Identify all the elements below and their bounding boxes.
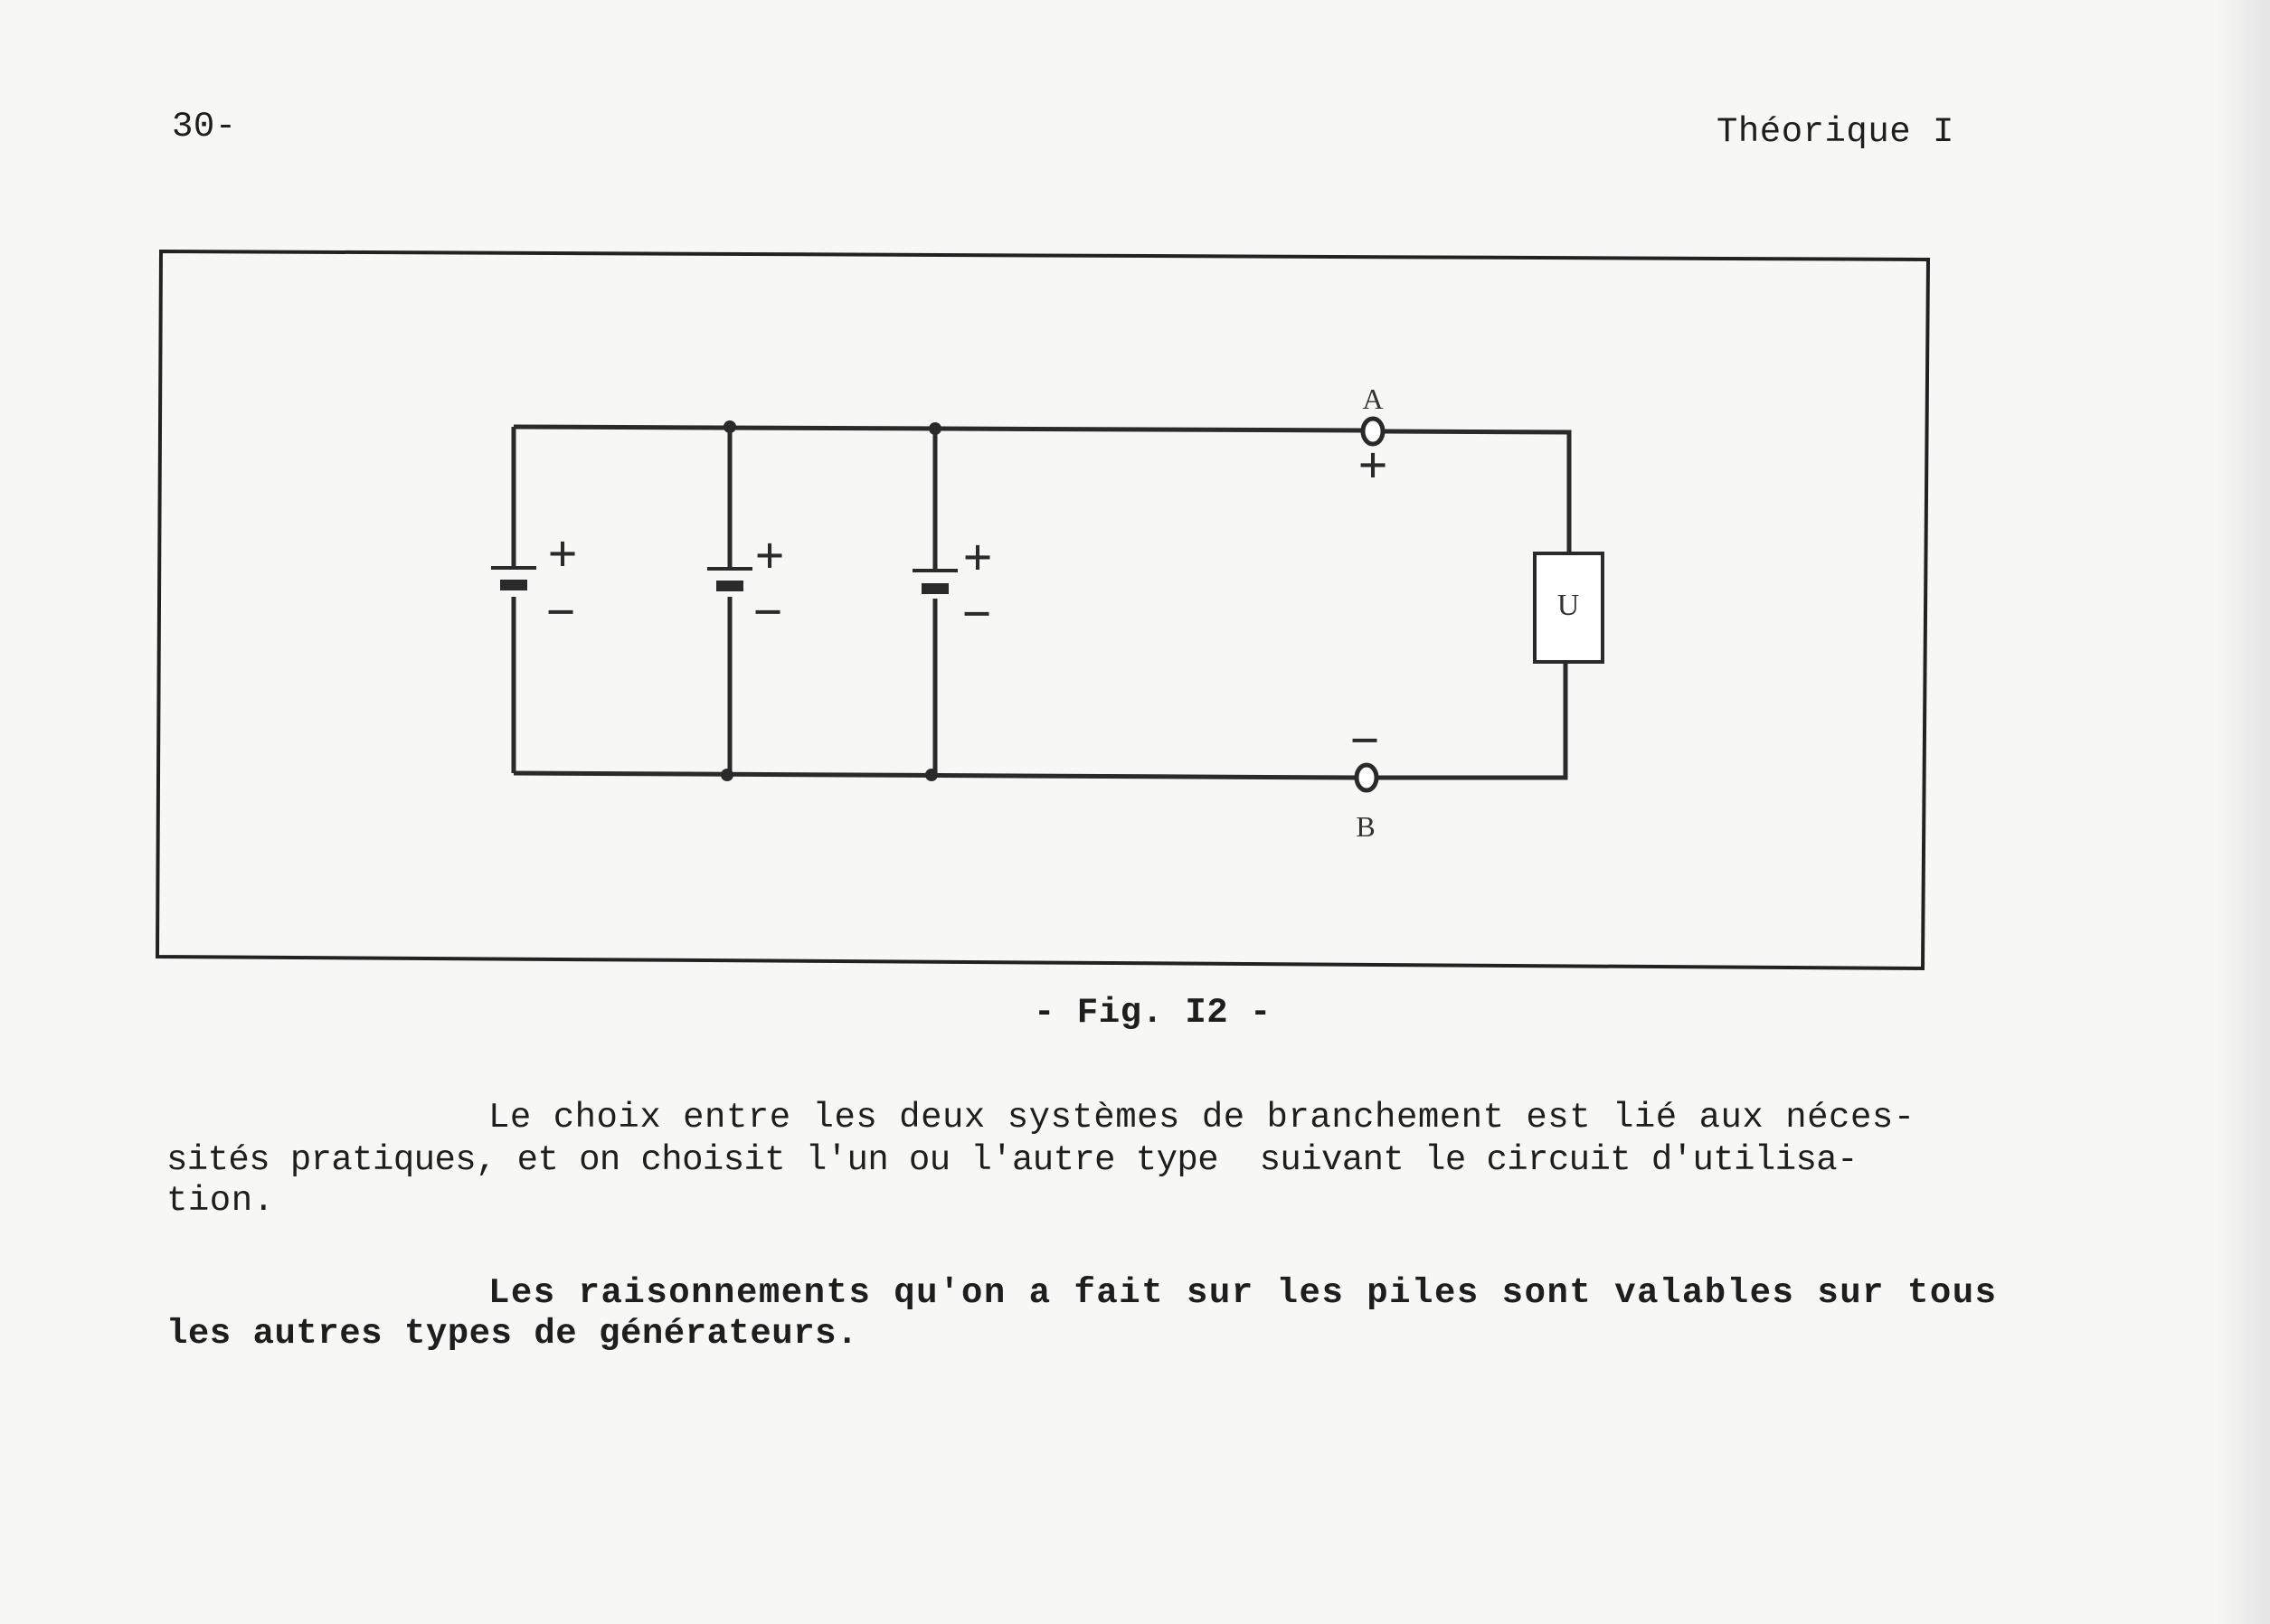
junction-dot (929, 422, 941, 435)
junction-dot (724, 420, 736, 433)
battery-3-plus: + (962, 528, 992, 587)
page-number: 30- (172, 107, 237, 146)
load-box (1533, 552, 1604, 664)
battery-1 (491, 566, 536, 590)
junction-dot (925, 769, 938, 781)
terminal-b-label: B (1356, 810, 1375, 843)
terminal-a (1360, 416, 1386, 447)
top-wire (513, 424, 1572, 553)
load-label: U (1557, 589, 1580, 622)
figure-caption: - Fig. I2 - (1034, 993, 1272, 1033)
terminal-a-plus: + (1357, 436, 1387, 495)
battery-1-minus: − (545, 582, 575, 641)
battery-3-minus: − (961, 584, 991, 643)
battery-2 (707, 567, 752, 591)
junction-dot (721, 769, 733, 781)
battery-3 (913, 569, 958, 594)
scan-edge-shadow (2216, 0, 2270, 1624)
paragraph-1-line-1: Le choix entre les deux systèmes de bran… (488, 1098, 1915, 1138)
terminal-b (1354, 762, 1379, 793)
paragraph-2-line-1: Les raisonnements qu'on a fait sur les p… (488, 1273, 1998, 1313)
paragraph-1-line-3: tion. (166, 1181, 275, 1221)
battery-1-plus: + (547, 524, 577, 583)
figure-frame (155, 249, 1931, 971)
battery-2-plus: + (754, 526, 784, 585)
paragraph-1-line-2: sités pratiques, et on choisit l'un ou l… (166, 1140, 1859, 1180)
section-title: Théorique I (1717, 112, 1954, 152)
bottom-wire (513, 662, 1568, 780)
terminal-b-minus: − (1349, 711, 1379, 770)
terminal-a-label: A (1362, 382, 1383, 415)
paragraph-2-line-2: les autres types de générateurs. (166, 1314, 858, 1354)
battery-2-minus: − (752, 582, 782, 641)
